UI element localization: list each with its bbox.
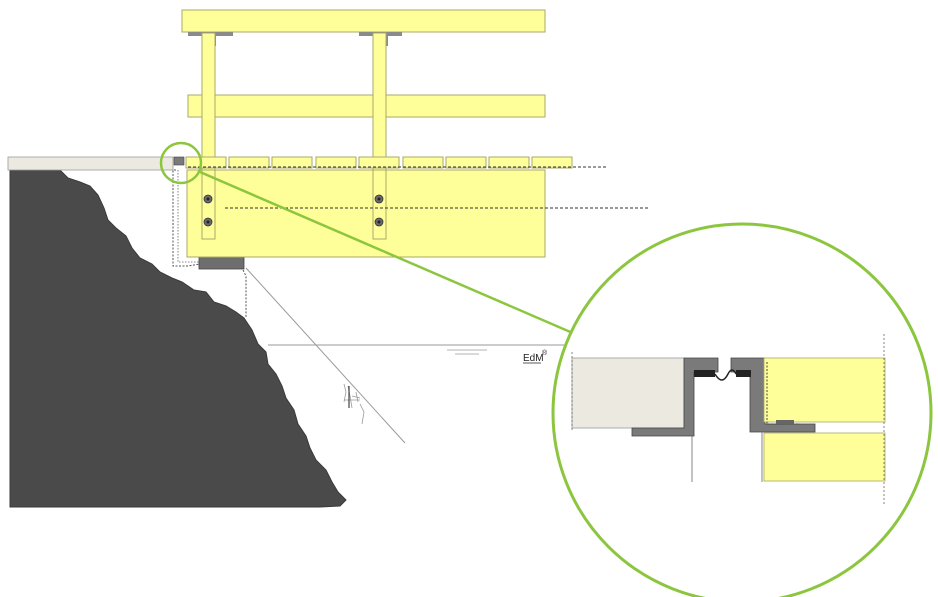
slope-line (245, 267, 406, 444)
detail-timber-beam (763, 432, 886, 482)
detail-leader-line (199, 170, 576, 336)
vegetation-sketch (343, 383, 365, 425)
brand-registered-mark: ® (542, 349, 548, 357)
deck-boards (185, 156, 573, 169)
detail-seal-membrane (714, 369, 737, 381)
post-right-lower (372, 169, 387, 240)
detail-marker-circle (159, 141, 203, 185)
detail-concrete (571, 357, 685, 429)
abutment-slab (7, 156, 174, 171)
rock-cliff (9, 169, 347, 508)
waterproofing-line-outer (177, 170, 200, 263)
detail-seal-right (736, 370, 751, 377)
detail-zoom-circle (551, 222, 933, 597)
bolts (203, 194, 384, 227)
expansion-joint-small (173, 156, 185, 166)
detail-steel-angle-left (631, 357, 719, 437)
detail-zoom-content (571, 334, 886, 505)
detail-seal-left (694, 370, 715, 377)
post-left-lower (201, 169, 216, 240)
mid-rail (187, 94, 546, 118)
detail-timber-deck (763, 357, 886, 423)
top-handrail (181, 9, 546, 33)
brand-name: EdM (523, 353, 544, 364)
detail-small-plate (776, 420, 794, 424)
